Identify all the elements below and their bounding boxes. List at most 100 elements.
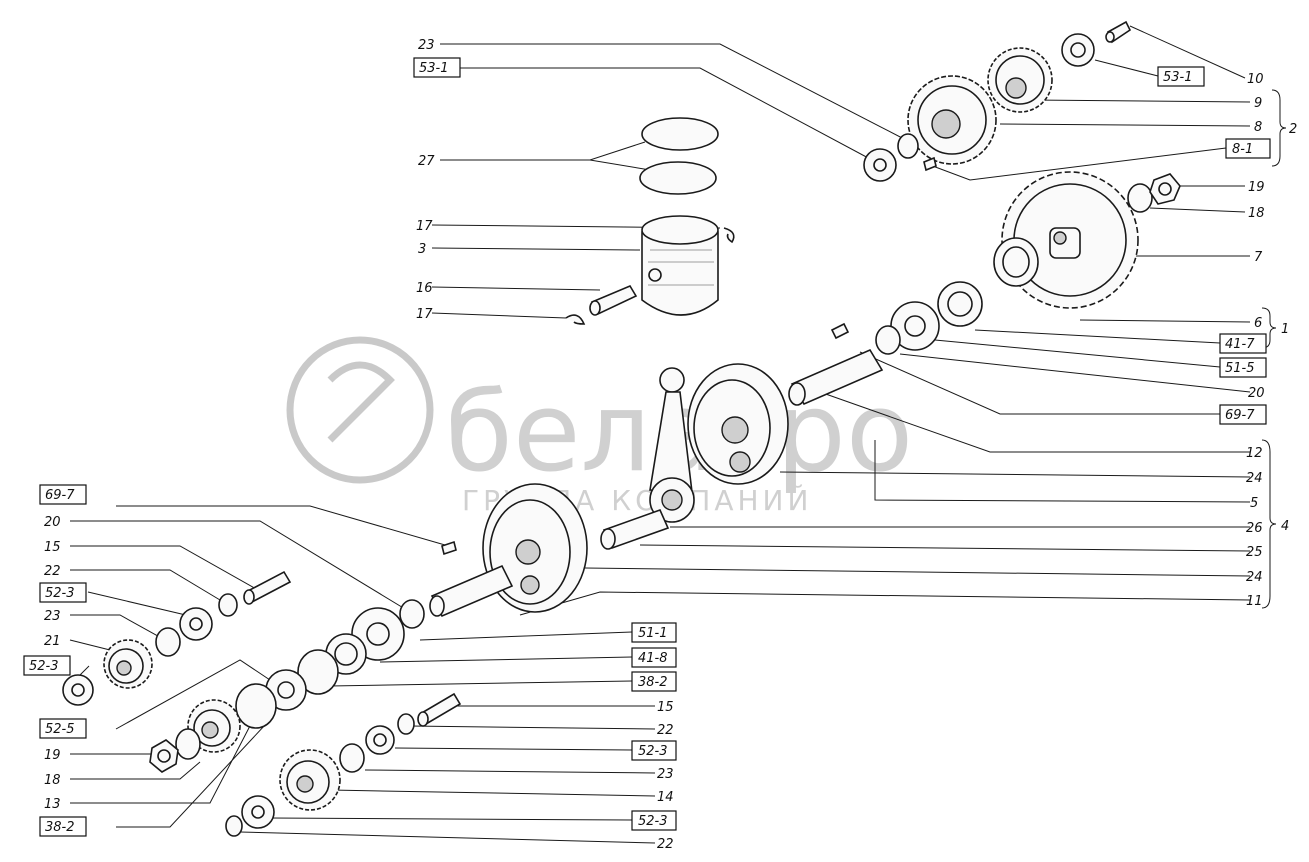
callout-label: 69-7 (1225, 408, 1255, 423)
callout-label: 1 (1281, 322, 1289, 337)
callout-label: 38-2 (638, 675, 668, 690)
callout-label: 16 (416, 281, 433, 296)
pin-15-upper (243, 570, 292, 605)
washer-22-mid (397, 713, 415, 735)
connecting-rod (649, 367, 695, 523)
callout-label: 3 (418, 242, 426, 257)
pin-10 (1105, 20, 1132, 44)
ring-23-top (897, 133, 919, 159)
key-8-1 (923, 156, 937, 172)
callout-label: 69-7 (45, 488, 75, 503)
piston-pin (589, 284, 638, 316)
callout-label: 11 (1246, 594, 1263, 609)
crank-pin (600, 508, 670, 550)
callout-label: 53-1 (1163, 70, 1193, 85)
callout-label: 7 (1254, 250, 1263, 265)
callout-label: 23 (657, 767, 674, 782)
key-69-7-left (441, 540, 457, 556)
piston (641, 215, 719, 316)
callout-label: 17 (416, 219, 433, 234)
callout-label: 41-8 (638, 651, 668, 666)
bearing-52-3-mid (365, 725, 395, 755)
callout-label: 13 (44, 797, 61, 812)
gear-9 (987, 47, 1053, 113)
ring-38-2-lower (235, 683, 277, 729)
callout-label: 9 (1254, 96, 1262, 111)
callout-label: 22 (657, 837, 674, 852)
ring-20-left (399, 599, 425, 629)
bearing-52-3-upper (179, 607, 213, 641)
gear-13 (187, 699, 241, 753)
callout-label: 17 (416, 307, 433, 322)
callout-label: 51-5 (1225, 361, 1255, 376)
callout-label: 14 (657, 790, 674, 805)
bearing-53-1-left (863, 148, 897, 182)
callout-label: 18 (1248, 206, 1265, 221)
shaft-11 (429, 564, 514, 618)
callout-label: 24 (1246, 471, 1263, 486)
snap-ring-top (723, 227, 735, 244)
callout-label: 4 (1281, 519, 1289, 534)
callout-labels: 23 53-1 27 17 3 16 17 53-1 10 9 8 8-1 2 … (23, 38, 1297, 852)
leader-lines (69, 25, 1287, 844)
ring-38-2-upper (297, 649, 339, 695)
callout-label: 15 (657, 700, 674, 715)
bearing-51-5 (890, 301, 940, 351)
callout-label: 5 (1250, 496, 1258, 511)
callout-label: 10 (1247, 72, 1264, 87)
ring-18-left (175, 728, 201, 760)
bearing-53-1-top (1061, 33, 1095, 67)
ring-20-right (875, 325, 901, 355)
bearing-52-3-left (62, 674, 94, 706)
gear-8 (907, 75, 997, 165)
piston-ring-lower (639, 161, 717, 195)
callout-label: 8-1 (1232, 142, 1253, 157)
callout-label: 41-7 (1225, 337, 1255, 352)
key-69-7-right (830, 322, 850, 340)
snap-ring-bottom (565, 314, 586, 325)
gear-7 (993, 171, 1139, 309)
nut-19-left (149, 739, 179, 773)
callout-label: 6 (1254, 316, 1262, 331)
gear-14 (279, 749, 341, 811)
callout-label: 12 (1246, 446, 1263, 461)
watermark: белагро ГРУППА КОМПАНИЙ (286, 336, 913, 517)
callout-label: 19 (1248, 180, 1265, 195)
callout-label: 23 (44, 609, 61, 624)
callout-label: 8 (1254, 120, 1262, 135)
callout-label: 52-3 (638, 744, 668, 759)
callout-label: 22 (657, 723, 674, 738)
callout-label: 20 (44, 515, 61, 530)
callout-label: 25 (1246, 545, 1263, 560)
flywheel-left (482, 483, 588, 613)
callout-label: 2 (1289, 122, 1297, 137)
piston-ring-upper (641, 117, 719, 151)
nut-19 (1149, 173, 1181, 205)
callout-label: 15 (44, 540, 61, 555)
callout-label: 23 (418, 38, 435, 53)
shaft-12 (788, 348, 884, 406)
washer-22-upper (218, 593, 238, 617)
flywheel-right (687, 363, 789, 485)
callout-label: 26 (1246, 521, 1263, 536)
bearing-41-7 (937, 281, 983, 327)
callout-label: 20 (1248, 386, 1265, 401)
callout-label: 22 (44, 564, 61, 579)
ring-23-lower (339, 743, 365, 773)
bearing-52-3-lower (241, 795, 275, 829)
callout-label: 52-3 (45, 586, 75, 601)
callout-label: 18 (44, 773, 61, 788)
ring-23-left (155, 627, 181, 657)
pin-15-lower (417, 692, 462, 727)
callout-label: 21 (44, 634, 61, 649)
callout-label: 52-3 (29, 659, 59, 674)
gear-21 (103, 639, 153, 689)
callout-label: 24 (1246, 570, 1263, 585)
callout-label: 52-3 (638, 814, 668, 829)
washer-22-lower (225, 815, 243, 837)
ring-18 (1127, 183, 1153, 213)
callout-label: 53-1 (419, 61, 449, 76)
parts (62, 20, 1181, 837)
callout-label: 27 (418, 154, 435, 169)
